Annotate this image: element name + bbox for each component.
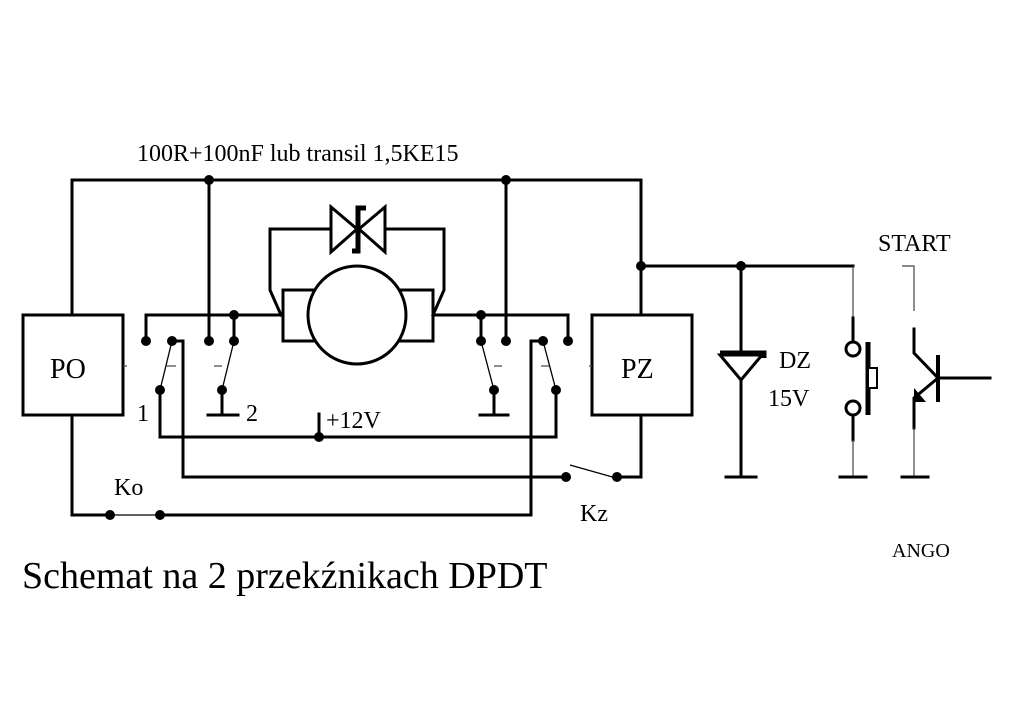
top-rail bbox=[70, 175, 643, 317]
start-transistor-icon bbox=[900, 265, 992, 479]
zener-voltage-label: 15V bbox=[768, 386, 810, 412]
contact-1-label: 1 bbox=[137, 401, 149, 427]
po-contacts bbox=[123, 178, 252, 479]
motor bbox=[248, 264, 472, 366]
kz-label: Kz bbox=[580, 501, 608, 527]
transil-icon bbox=[268, 203, 446, 317]
snubber-note: 100R+100nF lub transil 1,5KE15 bbox=[137, 141, 459, 167]
pz-contacts bbox=[468, 178, 592, 517]
diagram-title: Schemat na 2 przekźnikach DPDT bbox=[22, 555, 548, 597]
start-button-icon[interactable] bbox=[838, 266, 878, 479]
zener-label: DZ bbox=[779, 348, 811, 374]
po-label: PO bbox=[50, 354, 86, 385]
start-label: START bbox=[878, 231, 951, 257]
po-relay-block: PO bbox=[21, 313, 125, 417]
brand-label: ANGO bbox=[892, 540, 950, 562]
pz-label: PZ bbox=[621, 354, 654, 385]
pz-relay-block: PZ bbox=[590, 313, 694, 417]
ko-switch bbox=[70, 413, 533, 520]
contact-2-label: 2 bbox=[246, 401, 258, 427]
start-rail bbox=[636, 261, 855, 271]
ko-label: Ko bbox=[114, 475, 143, 501]
zener-diode-icon bbox=[716, 264, 767, 479]
supply-bus bbox=[158, 412, 558, 442]
supply-label: +12V bbox=[326, 408, 382, 434]
kz-switch bbox=[181, 413, 643, 482]
